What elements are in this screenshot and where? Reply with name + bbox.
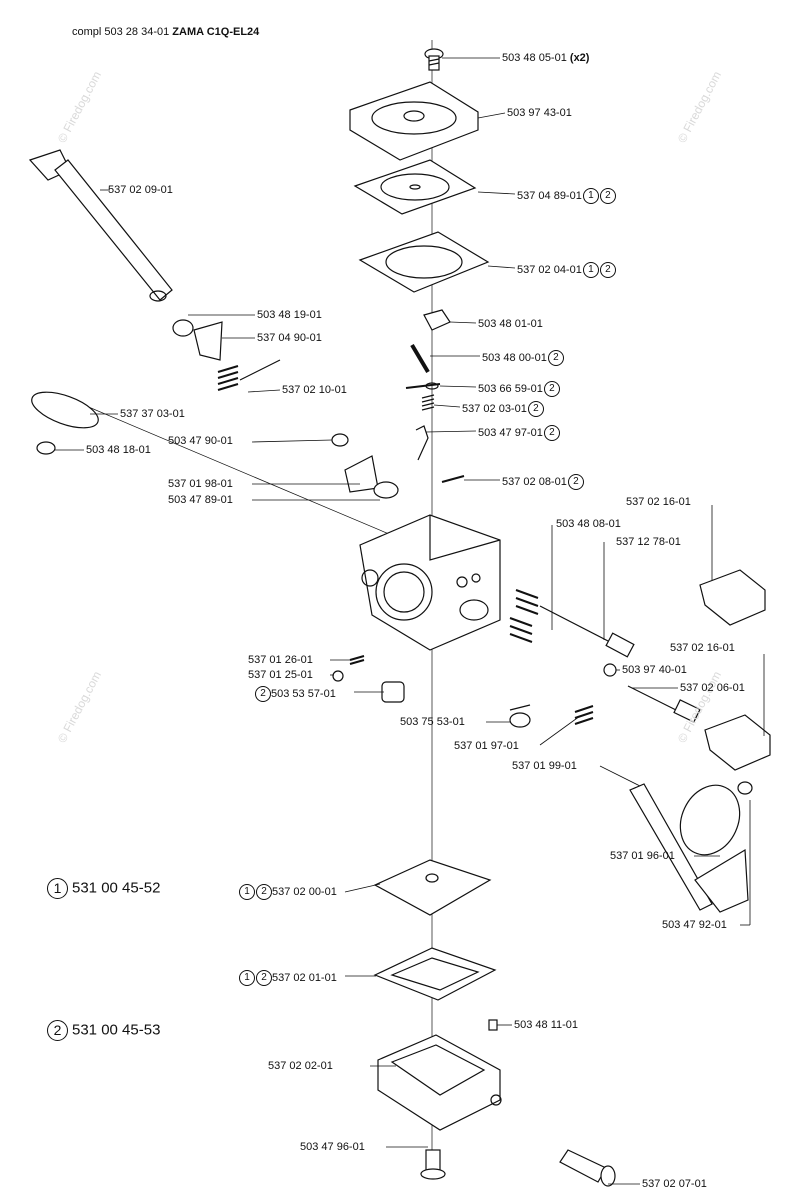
- part-label: 503 97 43-01: [507, 107, 572, 119]
- part-label: 537 01 26-01: [248, 654, 313, 666]
- pump-cover: [349, 81, 479, 161]
- part-label: 503 47 92-01: [662, 919, 727, 931]
- choke-valve-disc: [679, 781, 753, 856]
- part-label: 537 02 07-01: [642, 1178, 707, 1190]
- pump-gasket: [358, 231, 490, 293]
- part-label: 537 02 10-01: [282, 384, 347, 396]
- part-label: 503 48 11-01: [514, 1019, 579, 1031]
- assembly-title: compl 503 28 34-01 ZAMA C1Q-EL24: [72, 26, 259, 38]
- part-label: 537 02 16-01: [626, 496, 691, 508]
- cover-screw-side: [559, 1149, 616, 1187]
- part-label: 537 02 09-01: [108, 184, 173, 196]
- part-label: 537 01 99-01: [512, 760, 577, 772]
- part-label: 537 01 97-01: [454, 740, 519, 752]
- part-label: 503 47 89-01: [168, 494, 233, 506]
- part-label: 537 37 03-01: [120, 408, 185, 420]
- metering-diaphragm: [373, 859, 492, 916]
- kit-mark: 2: [256, 970, 272, 986]
- metering-gasket: [373, 947, 497, 1001]
- carburetor-model: ZAMA C1Q-EL24: [172, 26, 260, 38]
- part-label: 537 04 90-01: [257, 332, 322, 344]
- assembly-number: compl 503 28 34-01: [72, 26, 170, 38]
- part-label: 503 48 01-01: [478, 318, 543, 330]
- pump-diaphragm: [353, 159, 477, 215]
- part-label: 537 02 16-01: [670, 642, 735, 654]
- cover-screw: [424, 48, 444, 71]
- carburetor-body: [359, 514, 501, 651]
- adjustment-needles: [509, 589, 701, 723]
- part-label: 503 47 96-01: [300, 1141, 365, 1153]
- leader-lines: [55, 57, 765, 1185]
- part-label: 503 48 05-01 (x2): [502, 52, 590, 64]
- kit-number: 531 00 45-52: [72, 879, 161, 897]
- part-label: 503 48 08-01: [556, 518, 621, 530]
- idle-screw: [509, 704, 531, 728]
- kit-number: 531 00 45-53: [72, 1021, 161, 1039]
- limiter-caps: [699, 569, 771, 771]
- part-label: 537 01 98-01: [168, 478, 233, 490]
- part-label: 537 02 06-01: [680, 682, 745, 694]
- part-label: 503 47 90-01: [168, 435, 233, 447]
- kit-mark: 1: [47, 878, 68, 899]
- throttle-screw: [36, 441, 56, 455]
- throttle-valve-disc: [31, 391, 99, 429]
- throttle-axis-line: [71, 399, 416, 546]
- throttle-shaft: [28, 149, 173, 302]
- cover-screw-lower: [420, 1149, 446, 1180]
- kit-mark: 2: [256, 884, 272, 900]
- check-valve: [488, 1019, 498, 1031]
- part-label: 503 97 40-01: [622, 664, 687, 676]
- part-label: 537 12 78-01: [616, 536, 681, 548]
- part-label: 503 48 18-01: [86, 444, 151, 456]
- part-label: 503 48 19-01: [257, 309, 322, 321]
- fuel-inlet-parts: [332, 655, 405, 703]
- choke-parts: [331, 433, 399, 499]
- part-label: 537 01 96-01: [610, 850, 675, 862]
- throttle-spring: [217, 359, 281, 391]
- part-label: 503 75 53-01: [400, 716, 465, 728]
- throttle-lever: [193, 321, 223, 361]
- metering-cover: [377, 1034, 502, 1131]
- kit-mark: 2: [47, 1020, 68, 1041]
- needle-valve-parts: [405, 309, 465, 483]
- part-label: 537 01 25-01: [248, 669, 313, 681]
- choke-shaft: [574, 705, 749, 913]
- part-label: 537 02 02-01: [268, 1060, 333, 1072]
- throttle-bushing: [172, 319, 194, 337]
